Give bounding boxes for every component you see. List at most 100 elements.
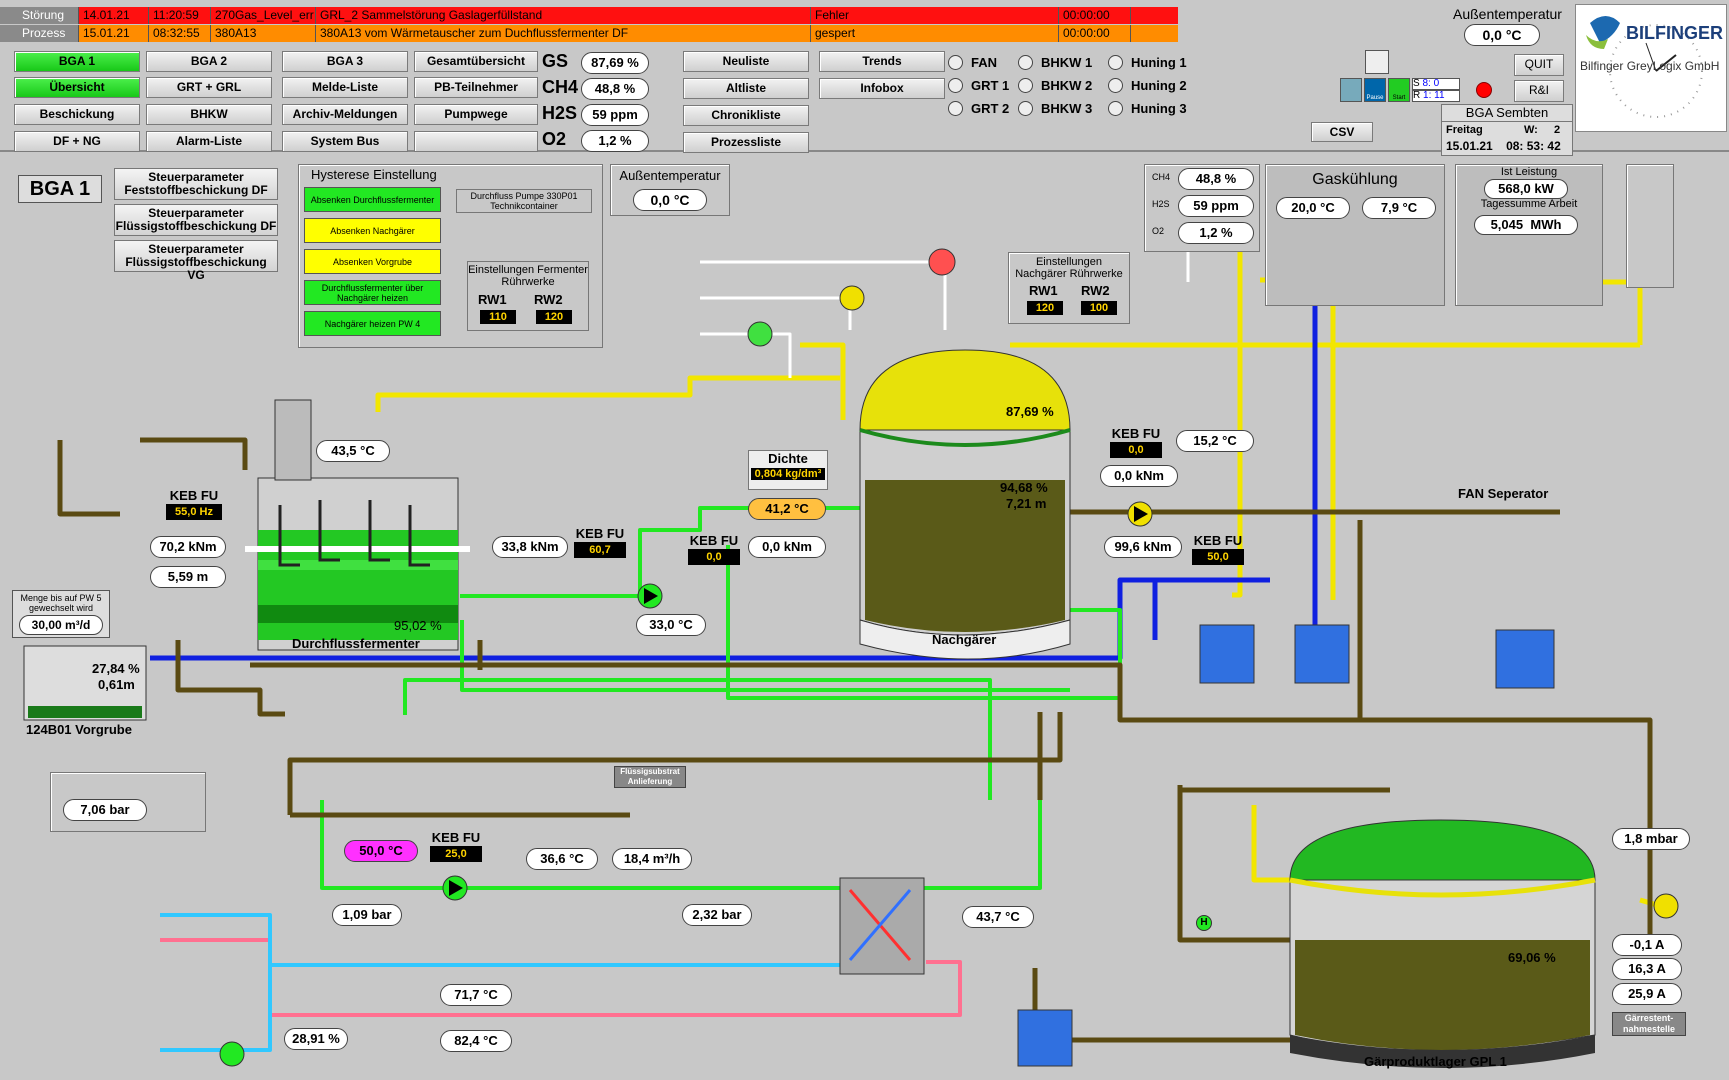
- site-date: 15.01.21: [1446, 139, 1493, 153]
- radio-option[interactable]: BHKW 3: [1018, 101, 1092, 116]
- gas-small-value: 1,2 %: [1178, 222, 1254, 244]
- df-torque-left: 70,2 kNm: [150, 536, 226, 558]
- alarm-ack-icon[interactable]: [1130, 25, 1178, 42]
- hysterese-button[interactable]: Absenken Durchflussfermenter: [304, 187, 441, 212]
- df-torque-right: 33,8 kNm: [492, 536, 568, 558]
- motor-icon: [1653, 893, 1679, 919]
- trend-button[interactable]: Trends: [819, 51, 945, 72]
- ng-rw2-value[interactable]: 100: [1081, 301, 1117, 315]
- outside-temp-label: Außentemperatur: [1453, 6, 1562, 22]
- ng-temp: 41,2 °C: [748, 498, 826, 520]
- radio-circle-icon: [1018, 78, 1033, 93]
- trend-button[interactable]: Infobox: [819, 78, 945, 99]
- fan-icon: [928, 248, 956, 276]
- nav-button[interactable]: PB-Teilnehmer: [414, 77, 538, 98]
- gas-tag: CH4: [542, 77, 579, 97]
- gas-tag: GS: [542, 51, 569, 71]
- logo-sub: Bilfinger GreyLogix GmbH: [1580, 59, 1720, 73]
- gas-value: 59 ppm: [581, 104, 649, 126]
- nav-button[interactable]: DF + NG: [14, 131, 140, 152]
- steuer-button[interactable]: Steuerparameter Flüssigstoffbeschickung …: [114, 240, 278, 282]
- gpl-current-1: -0,1 A: [1612, 934, 1682, 956]
- quit-button[interactable]: QUIT: [1514, 54, 1564, 76]
- nav-button[interactable]: BHKW: [146, 104, 272, 125]
- nav-button[interactable]: [414, 131, 538, 152]
- ng-rw1-value[interactable]: 120: [1027, 301, 1063, 315]
- flare-panel: [1626, 164, 1674, 288]
- nav-button[interactable]: System Bus: [282, 131, 408, 152]
- steuer-button[interactable]: Steuerparameter Feststoffbeschickung DF: [114, 168, 278, 200]
- list-button[interactable]: Chronikliste: [683, 105, 809, 126]
- steuer-button[interactable]: Steuerparameter Flüssigstoffbeschickung …: [114, 204, 278, 236]
- csv-button[interactable]: CSV: [1311, 122, 1373, 142]
- nav-button[interactable]: Melde-Liste: [282, 77, 408, 98]
- nachgaerer-tank: [859, 349, 1071, 660]
- radio-option[interactable]: Huning 2: [1108, 78, 1187, 93]
- alarm-ack-icon[interactable]: [1130, 7, 1178, 24]
- ri-button[interactable]: R&I: [1514, 80, 1564, 102]
- radio-circle-icon: [948, 55, 963, 70]
- hysterese-button[interactable]: Absenken Vorgrube: [304, 249, 441, 274]
- screen-icon[interactable]: [1340, 78, 1362, 102]
- radio-option[interactable]: FAN: [948, 55, 997, 70]
- nav-button[interactable]: Beschickung: [14, 104, 140, 125]
- nav-button[interactable]: Alarm-Liste: [146, 131, 272, 152]
- alarm-tag: 270Gas_Level_err: [210, 7, 315, 24]
- radio-option[interactable]: BHKW 1: [1018, 55, 1092, 70]
- nav-button[interactable]: Gesamtübersicht: [414, 51, 538, 72]
- heat-temp-3: 71,7 °C: [440, 984, 512, 1006]
- list-button[interactable]: Prozessliste: [683, 132, 809, 153]
- nav-button[interactable]: GRT + GRL: [146, 77, 272, 98]
- nav-button[interactable]: BGA 1: [14, 51, 140, 72]
- hysterese-button[interactable]: Durchflussfermenter über Nachgärer heize…: [304, 280, 441, 305]
- hysterese-button[interactable]: Absenken Nachgärer: [304, 218, 441, 243]
- radio-option[interactable]: Huning 3: [1108, 101, 1187, 116]
- fermenter-rw-settings: Einstellungen Fermenter Rührwerke RW1 RW…: [467, 261, 589, 331]
- gas-value: 48,8 %: [581, 78, 649, 100]
- nav-button[interactable]: Pumpwege: [414, 104, 538, 125]
- aussentemp-panel: Außentemperatur 0,0 °C: [610, 164, 730, 216]
- pump-temp: 33,0 °C: [636, 614, 706, 636]
- rw2-value[interactable]: 120: [536, 310, 572, 324]
- printer-icon[interactable]: [1365, 50, 1389, 74]
- heat-valve: 28,91 %: [284, 1028, 348, 1050]
- logo-brand: BILFINGER: [1626, 23, 1723, 43]
- hysterese-button[interactable]: Nachgärer heizen PW 4: [304, 311, 441, 336]
- clock-icon: [1586, 16, 1703, 118]
- fan-icon: [747, 321, 773, 347]
- ng-torque-left: 0,0 kNm: [748, 536, 826, 558]
- pause-icon[interactable]: Pause: [1364, 78, 1386, 102]
- rw1-value[interactable]: 110: [480, 310, 516, 324]
- list-button[interactable]: Altliste: [683, 78, 809, 99]
- alarm-tag: 380A13: [210, 25, 315, 42]
- radio-option[interactable]: GRT 2: [948, 101, 1009, 116]
- alarm-time: 08:32:55: [148, 25, 210, 42]
- nav-button[interactable]: Übersicht: [14, 77, 140, 98]
- dichte-panel: Dichte 0,804 kg/dm³: [748, 450, 828, 490]
- radio-circle-icon: [1018, 101, 1033, 116]
- radio-option[interactable]: Huning 1: [1108, 55, 1187, 70]
- gas-small-value: 48,8 %: [1178, 168, 1254, 190]
- radio-option[interactable]: GRT 1: [948, 78, 1009, 93]
- nav-button[interactable]: BGA 2: [146, 51, 272, 72]
- radio-option[interactable]: BHKW 2: [1018, 78, 1092, 93]
- df-temp: 43,5 °C: [316, 440, 390, 462]
- alarm-duration: 00:00:00: [1058, 25, 1130, 42]
- nav-button[interactable]: BGA 3: [282, 51, 408, 72]
- start-icon[interactable]: Start: [1388, 78, 1410, 102]
- nav-button[interactable]: Archiv-Meldungen: [282, 104, 408, 125]
- heat-temp-1: 36,6 °C: [526, 848, 598, 870]
- s-counter: S 8: 0: [1412, 78, 1460, 90]
- fan-separator-label: FAN Seperator: [1458, 486, 1549, 501]
- list-button[interactable]: Neuliste: [683, 51, 809, 72]
- durchflussfermenter-tank: [245, 399, 470, 651]
- alarm-state: gespert: [810, 25, 1058, 42]
